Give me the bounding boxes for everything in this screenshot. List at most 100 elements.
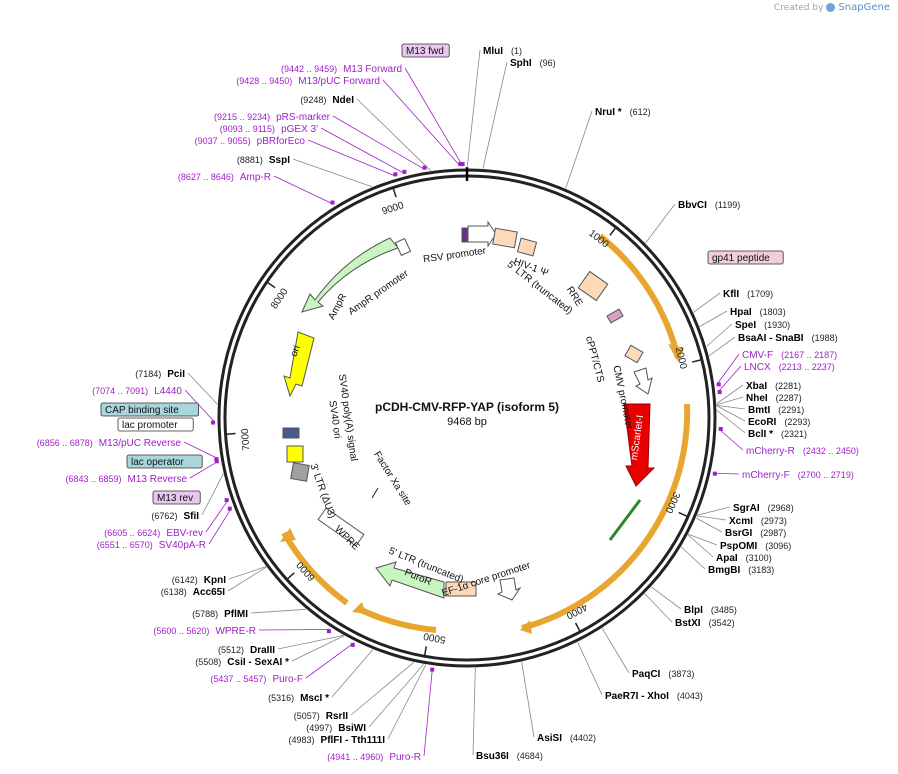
boxed-label: lac promoter [117, 417, 194, 432]
snapgene-logo-icon [826, 3, 836, 12]
site-connector [688, 533, 718, 546]
primer-range: (6843 .. 6859) [65, 474, 121, 484]
site-connector [228, 566, 267, 580]
site-connector [250, 608, 307, 614]
primer-range: (6551 .. 6570) [97, 540, 153, 550]
site-name: NruI * [595, 107, 622, 118]
tick-9000 [392, 187, 397, 198]
site-position: (4402) [570, 733, 596, 743]
primer-name: pGEX 3' [281, 124, 318, 135]
primer-mark [422, 165, 427, 170]
site-name: BmtI [748, 405, 770, 416]
site-name: SgrAI [733, 503, 760, 514]
feature-label: CMV promoter [610, 365, 634, 432]
primer-range: (6605 .. 6624) [104, 528, 160, 538]
site-connector [699, 310, 728, 327]
site-label: SpeI(1930) [735, 320, 790, 331]
primer-label: LNCX (2213 .. 2237) [744, 362, 835, 373]
site-label: PciI(7184) [135, 369, 185, 380]
site-name: Bsu36I [476, 751, 509, 762]
site-position: (1930) [764, 320, 790, 330]
site-position: (6138) [161, 587, 187, 597]
ampr-promoter [394, 237, 412, 257]
site-connector [387, 664, 427, 740]
primer-name: LNCX [744, 362, 771, 373]
site-label: XcmI(2973) [729, 516, 787, 527]
site-position: (5788) [192, 609, 218, 619]
boxed-label: CAP binding site [100, 402, 199, 417]
primer-name: L4440 [154, 386, 182, 397]
primer-name: M13/pUC Reverse [99, 438, 182, 449]
primer-mark [330, 200, 335, 205]
site-name: XcmI [729, 516, 753, 527]
rsv-promoter [467, 220, 497, 248]
site-connector [292, 158, 373, 188]
boxed-label-text: lac promoter [122, 420, 178, 431]
site-position: (1199) [715, 200, 740, 210]
boxed-label-text: M13 fwd [406, 46, 444, 57]
rre [577, 270, 609, 302]
cmv-promoter [633, 367, 653, 395]
primer-mark [718, 426, 723, 431]
orf-arc-right [521, 403, 691, 631]
snapgene-credit: Created by SnapGene [774, 2, 890, 13]
site-connector [565, 110, 593, 189]
site-position: (1803) [760, 307, 786, 317]
tick-label: 2000 [673, 346, 689, 371]
primer-range: (9428 .. 9450) [236, 76, 292, 86]
boxed-label-text: CAP binding site [105, 405, 179, 416]
site-label: HpaI(1803) [730, 307, 786, 318]
site-name: SfiI [183, 511, 199, 522]
mscarlet-arrow [623, 403, 656, 487]
boxed-label-bg [100, 402, 199, 417]
tick-label: 1000 [586, 228, 611, 251]
orf-arrow-3 [352, 602, 366, 614]
site-name: BmgBI [708, 565, 740, 576]
primer-range: (5600 .. 5620) [153, 626, 209, 636]
primer-label: M13 Forward(9442 .. 9459) [281, 64, 402, 75]
site-position: (2987) [760, 528, 786, 538]
site-position: (2287) [776, 393, 802, 403]
boxed-label-text: lac operator [131, 457, 184, 468]
primer-connector [423, 667, 433, 757]
site-connector [368, 663, 424, 728]
primer-range: (9442 .. 9459) [281, 64, 337, 74]
site-name: SphI [510, 58, 532, 69]
primer-range: (2213 .. 2237) [779, 362, 835, 372]
site-connector [601, 628, 630, 674]
boxed-label-bg [126, 454, 203, 469]
site-connector [644, 593, 673, 623]
site-label: NdeI(9248) [300, 95, 354, 106]
site-name: KpnI [204, 575, 226, 586]
tick-6000 [286, 572, 295, 581]
hiv-psi [492, 227, 518, 249]
site-position: (6142) [172, 575, 198, 585]
tick-label: 7000 [240, 428, 252, 451]
primer-range: (9215 .. 9234) [214, 112, 270, 122]
site-name: BstXI [675, 618, 701, 629]
site-name: PaeR7I - XhoI [605, 691, 669, 702]
site-connector [645, 203, 676, 244]
primer-connector [404, 67, 463, 167]
boxed-label-bg [401, 43, 450, 58]
tick-7000 [225, 432, 236, 435]
factor-xa-site [371, 487, 379, 499]
site-position: (4983) [289, 735, 315, 745]
orf-arc-upper [598, 233, 681, 359]
site-connector [201, 473, 224, 516]
credit-brand: SnapGene [838, 2, 890, 13]
tick-3000 [678, 511, 689, 518]
primer-label: Puro-F(5437 .. 5457) [210, 674, 303, 685]
site-name: MscI * [300, 693, 329, 704]
tick-2000 [691, 358, 703, 363]
site-name: PspOMI [720, 541, 757, 552]
tick-1000 [609, 226, 617, 236]
site-position: (3183) [748, 565, 774, 575]
primer-mark [712, 471, 717, 476]
primer-label: pBRforEco(9037 .. 9055) [195, 136, 306, 147]
primer-range: (8627 .. 8646) [178, 172, 234, 182]
primer-label: mCherry-R(2432 .. 2450) [746, 446, 859, 457]
tick-marks [225, 187, 703, 657]
ori-arrow [283, 331, 315, 398]
primer-name: M13/pUC Forward [298, 76, 380, 87]
